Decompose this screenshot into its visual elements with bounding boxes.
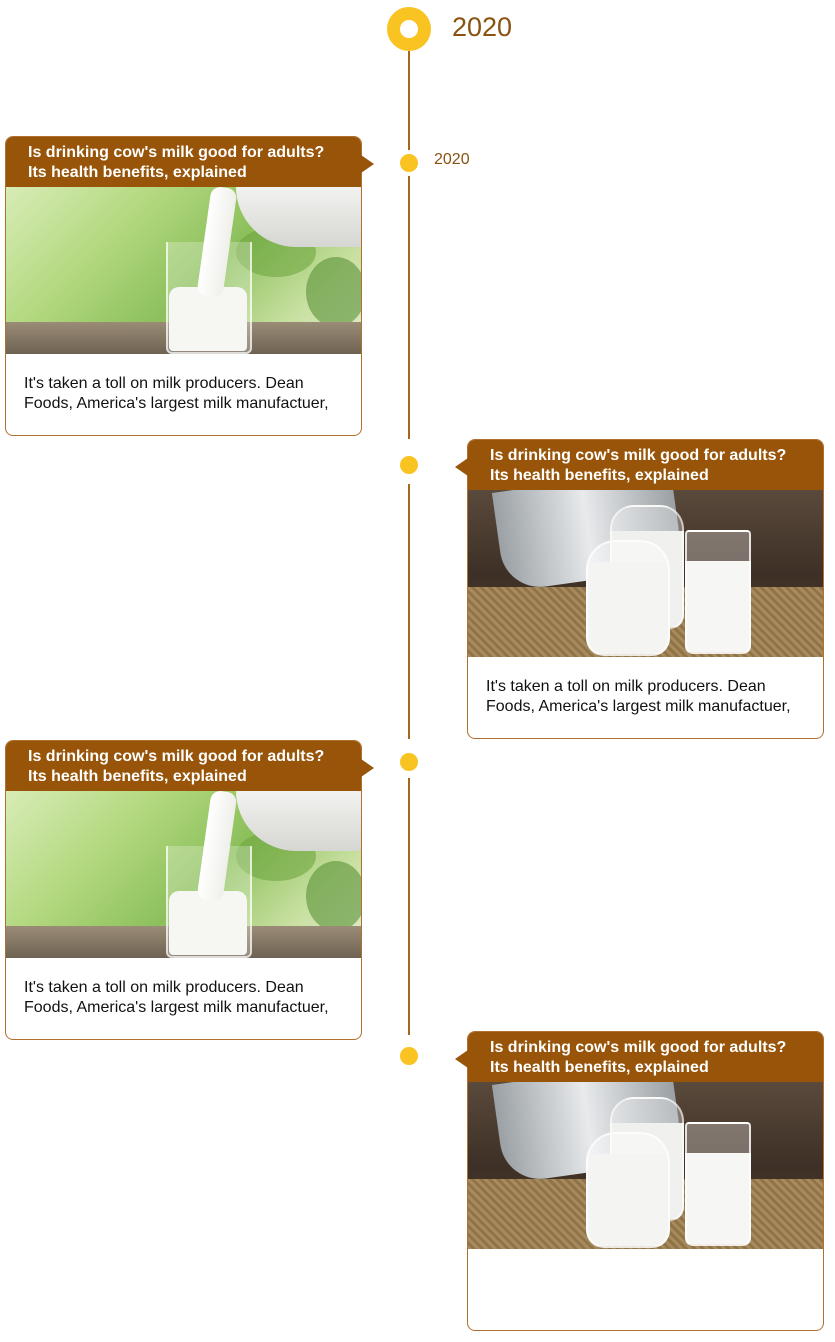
timeline-dot bbox=[400, 154, 418, 172]
card-title: Is drinking cow's milk good for adults? bbox=[28, 748, 325, 765]
card-pointer-icon bbox=[455, 458, 468, 476]
milk-pouring-image bbox=[6, 187, 361, 354]
milk-jugs-image bbox=[468, 490, 823, 657]
timeline-line bbox=[408, 778, 410, 1035]
card-pointer-icon bbox=[361, 155, 374, 173]
card-pointer-icon bbox=[361, 759, 374, 777]
timeline-line bbox=[408, 51, 410, 439]
card-text bbox=[468, 1249, 823, 1269]
card-header: Is drinking cow's milk good for adults? … bbox=[6, 137, 374, 187]
timeline-dot-year: 2020 bbox=[434, 151, 470, 168]
timeline-dot bbox=[400, 456, 418, 474]
timeline-card[interactable]: Is drinking cow's milk good for adults? … bbox=[455, 1031, 824, 1331]
year-badge-icon bbox=[387, 7, 431, 51]
card-subtitle: Its health benefits, explained bbox=[28, 768, 247, 785]
card-text-line: It's taken a toll on milk producers. Dea… bbox=[24, 979, 304, 996]
card-subtitle: Its health benefits, explained bbox=[28, 164, 247, 181]
timeline-dot bbox=[400, 753, 418, 771]
timeline-dot bbox=[400, 1047, 418, 1065]
card-text-line: Foods, America's largest milk manufactue… bbox=[486, 698, 791, 715]
card-text: It's taken a toll on milk producers. Dea… bbox=[468, 657, 823, 717]
card-title: Is drinking cow's milk good for adults? bbox=[28, 144, 325, 161]
card-text-line: It's taken a toll on milk producers. Dea… bbox=[24, 375, 304, 392]
milk-pouring-image bbox=[6, 791, 361, 958]
card-pointer-icon bbox=[455, 1050, 468, 1068]
card-title: Is drinking cow's milk good for adults? bbox=[490, 1039, 787, 1056]
card-header: Is drinking cow's milk good for adults? … bbox=[455, 440, 823, 490]
card-text: It's taken a toll on milk producers. Dea… bbox=[6, 354, 361, 414]
card-subtitle: Its health benefits, explained bbox=[490, 1059, 709, 1076]
card-header: Is drinking cow's milk good for adults? … bbox=[455, 1032, 823, 1082]
card-subtitle: Its health benefits, explained bbox=[490, 467, 709, 484]
card-text-line: Foods, America's largest milk manufactue… bbox=[24, 999, 329, 1016]
card-title: Is drinking cow's milk good for adults? bbox=[490, 447, 787, 464]
milk-jugs-image bbox=[468, 1082, 823, 1249]
card-text: It's taken a toll on milk producers. Dea… bbox=[6, 958, 361, 1018]
timeline-card[interactable]: Is drinking cow's milk good for adults? … bbox=[455, 439, 824, 739]
timeline-card[interactable]: Is drinking cow's milk good for adults? … bbox=[5, 136, 374, 436]
timeline-line bbox=[408, 484, 410, 739]
year-title: 2020 bbox=[452, 12, 513, 42]
card-text-line: It's taken a toll on milk producers. Dea… bbox=[486, 678, 766, 695]
card-text-line: Foods, America's largest milk manufactue… bbox=[24, 395, 329, 412]
card-header: Is drinking cow's milk good for adults? … bbox=[6, 741, 374, 791]
timeline-card[interactable]: Is drinking cow's milk good for adults? … bbox=[5, 740, 374, 1040]
